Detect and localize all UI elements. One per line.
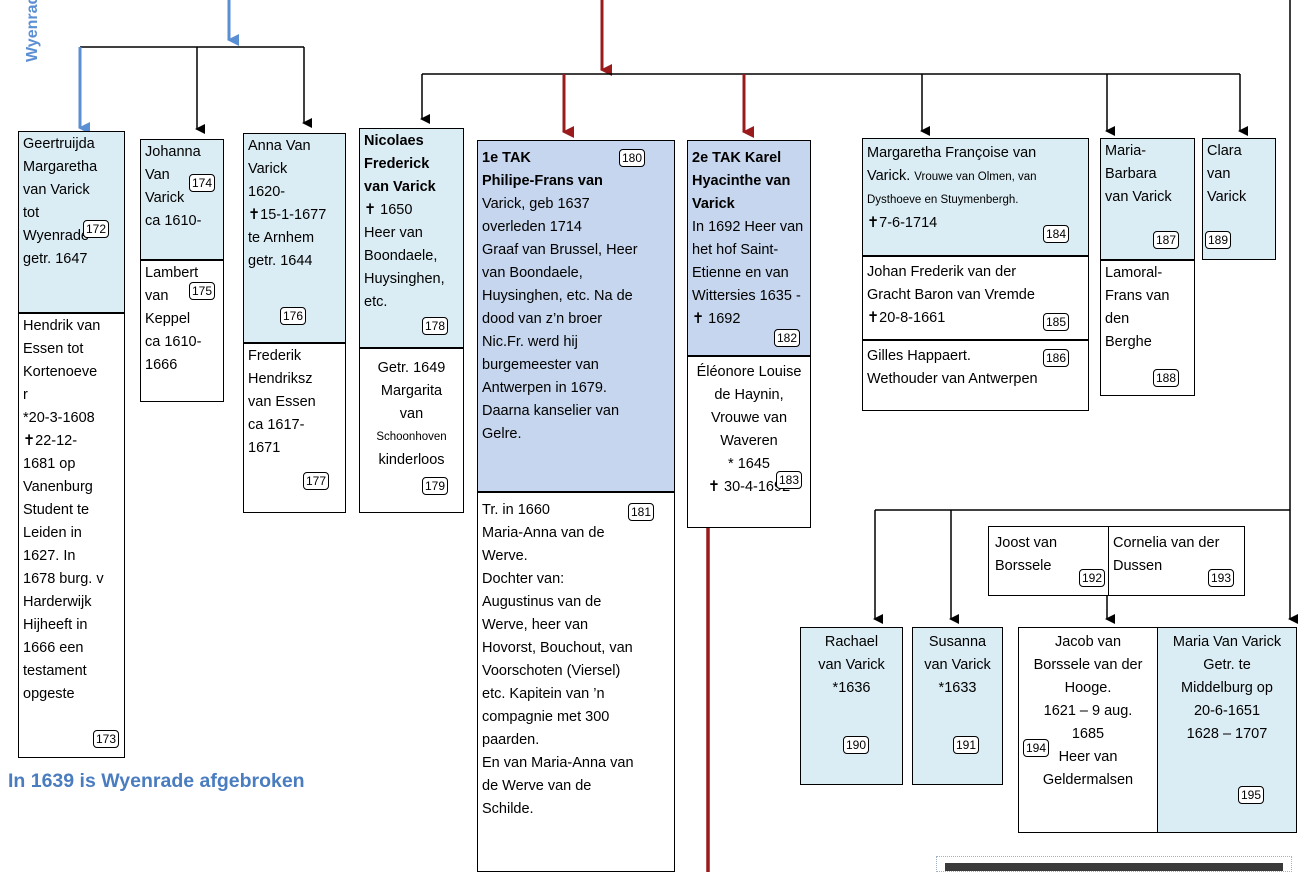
wyenrade-side-label: Wyenrade <box>24 0 41 62</box>
ref-number: 193 <box>1208 569 1235 587</box>
ref-number: 190 <box>843 736 870 754</box>
ref-number: 178 <box>422 317 449 335</box>
ref-number: 174 <box>189 174 216 192</box>
ref-number: 185 <box>1043 313 1070 331</box>
ref-number: 179 <box>422 477 449 495</box>
ref-number: 177 <box>303 472 330 490</box>
ref-number: 195 <box>1238 786 1265 804</box>
person-184: Margaretha Françoise van Varick. Vrouwe … <box>862 138 1089 256</box>
person-186: Gilles Happaert.Wethouder van Antwerpen … <box>862 340 1089 411</box>
ref-number: 191 <box>953 736 980 754</box>
ref-number: 180 <box>619 149 646 167</box>
ref-number: 194 <box>1023 739 1050 757</box>
ref-number: 173 <box>93 730 120 748</box>
ref-number: 188 <box>1153 369 1180 387</box>
ref-number: 186 <box>1043 349 1070 367</box>
ref-number: 175 <box>189 282 216 300</box>
ref-number: 192 <box>1079 569 1106 587</box>
ref-number: 176 <box>280 307 307 325</box>
ref-number: 184 <box>1043 225 1070 243</box>
ref-number: 172 <box>83 220 110 238</box>
ref-number: 189 <box>1205 231 1232 249</box>
ref-number: 187 <box>1153 231 1180 249</box>
ref-number: 182 <box>774 329 801 347</box>
ref-number: 183 <box>776 471 803 489</box>
photo-frame <box>936 856 1292 872</box>
caption-wyenrade: In 1639 is Wyenrade afgebroken <box>8 770 305 792</box>
ref-number: 181 <box>628 503 655 521</box>
